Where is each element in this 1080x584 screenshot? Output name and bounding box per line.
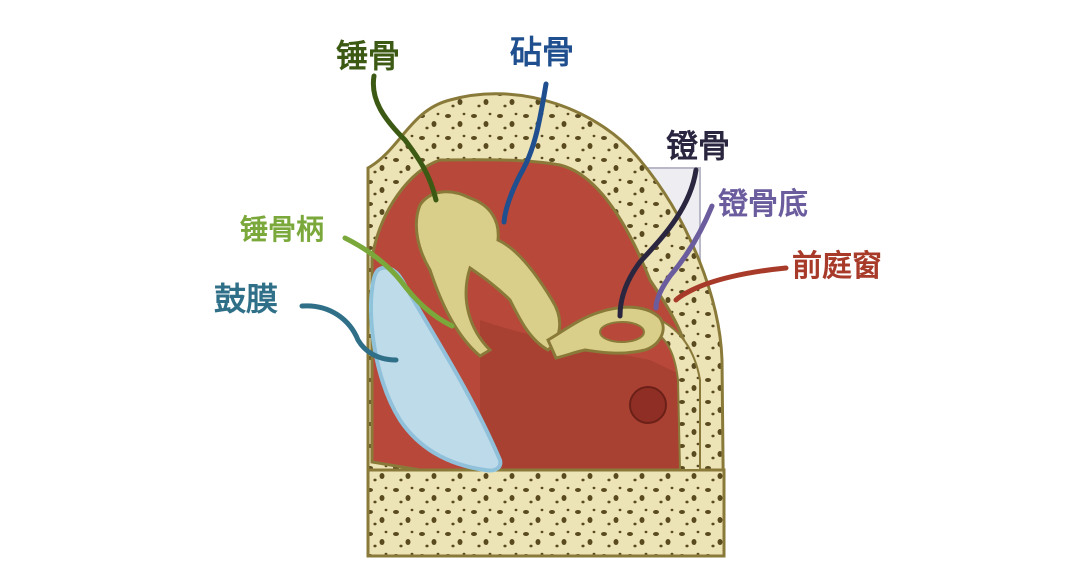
leader-incus (501, 81, 549, 225)
label-stapes: 镫骨 (666, 127, 731, 165)
right-bone-wall (653, 318, 701, 471)
label-malleus: 锤骨 (336, 37, 401, 75)
label-malleus-handle: 锤骨柄 (240, 213, 325, 246)
leader-malleus-handle (342, 235, 455, 329)
leader-malleus (370, 73, 439, 203)
leader-oval-window (673, 265, 789, 303)
malleus-incus-bones (414, 190, 562, 358)
lower-bone (366, 468, 726, 558)
cavity-shadow (480, 320, 694, 470)
label-incus: 砧骨 (510, 33, 575, 71)
label-stapes-footplate: 镫骨底 (718, 187, 808, 222)
leader-stapes-footplate (653, 203, 715, 311)
stapes-opening (599, 321, 645, 343)
round-window (629, 386, 667, 424)
leader-stapes (617, 167, 699, 319)
label-tympanic-membrane: 鼓膜 (214, 280, 279, 318)
label-oval-window: 前庭窗 (792, 249, 882, 284)
leader-tympanic-membrane (299, 303, 399, 363)
